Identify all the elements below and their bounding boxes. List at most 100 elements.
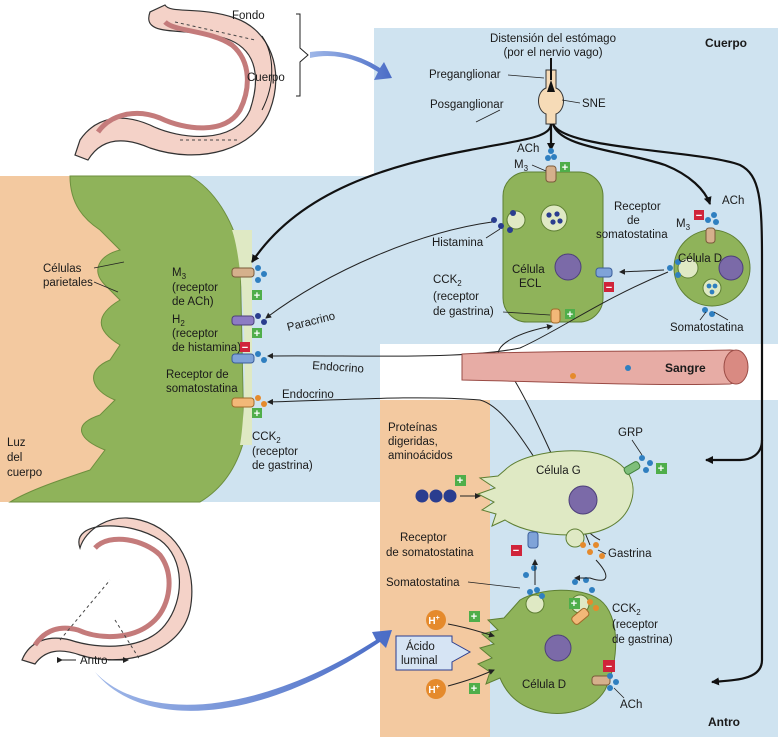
label-receptor-somat-par-1: Receptor de	[166, 369, 229, 381]
cck2-receptor-parietal	[231, 397, 255, 408]
plus-parietal-m3	[252, 290, 262, 300]
protein-dot	[443, 489, 457, 503]
svg-text:+: +	[254, 408, 260, 420]
label-ach-d1: ACh	[722, 195, 744, 207]
label-histamina: Histamina	[432, 237, 484, 249]
parietal-light-edge	[232, 230, 252, 445]
svg-text:−: −	[513, 545, 519, 557]
label-cck2-bot-2: (receptor	[612, 619, 658, 631]
label-receptor-somat-g-2: de somatostatina	[386, 547, 474, 559]
label-somatostatina-top: Somatostatina	[670, 322, 744, 334]
plus-g-protein	[455, 475, 466, 486]
somatostatin-receptor-g	[527, 531, 539, 549]
label-antro-region: Antro	[708, 715, 740, 729]
svg-text:H+: H+	[428, 684, 439, 696]
svg-text:+: +	[567, 309, 573, 321]
minus-d-bottom	[603, 660, 615, 672]
cck2-receptor-d-bottom	[571, 607, 590, 625]
label-cck2-bot: CCK2	[612, 603, 641, 617]
minus-parietal	[240, 342, 250, 352]
label-fondo: Fondo	[232, 10, 265, 22]
svg-text:+: +	[471, 683, 477, 695]
arrow-histamine-to-h2	[265, 221, 493, 319]
label-m3-d1: M3	[676, 218, 691, 232]
arrow-somatostatin-to-parietal	[267, 271, 669, 359]
label-proteinas-2: digeridas,	[388, 436, 438, 448]
label-celula-d-bottom: Célula D	[522, 679, 566, 691]
m3-receptor-d-bottom	[591, 675, 611, 686]
hplus-top	[426, 610, 446, 630]
m3-receptor-d-top	[705, 227, 716, 244]
label-ach-top: ACh	[517, 143, 539, 155]
label-m3-par: M3	[172, 267, 187, 281]
label-proteinas-1: Proteínas	[388, 422, 437, 434]
plus-parietal-h2	[252, 328, 262, 338]
label-h2-2: (receptor	[172, 328, 218, 340]
g-cell-nucleus	[568, 485, 598, 515]
label-celula-d-top: Célula D	[678, 253, 722, 265]
label-endocrino-2: Endocrino	[282, 389, 334, 401]
svg-text:−: −	[696, 210, 702, 222]
label-celulas-parietales-1: Células	[43, 263, 82, 275]
label-cck2-top-1: CCK2	[433, 274, 462, 288]
label-posganglionar: Posganglionar	[430, 99, 504, 111]
label-distension-2: (por el nervio vago)	[503, 47, 602, 59]
plus-hplus-bottom	[469, 683, 480, 694]
label-proteinas-3: aminoácidos	[388, 450, 453, 462]
d-cell-bottom-nucleus	[544, 634, 572, 662]
label-distension-1: Distensión del estómago	[490, 33, 616, 45]
minus-d-top	[694, 210, 704, 220]
label-celula-ecl-1: Célula	[512, 264, 545, 276]
plus-hplus-top	[469, 611, 480, 622]
label-celula-ecl-2: ECL	[519, 278, 542, 290]
label-antro-small: Antro	[80, 655, 108, 667]
label-ach-bottom: ACh	[620, 699, 642, 711]
grp-receptor	[623, 461, 641, 475]
label-cuerpo-region: Cuerpo	[705, 36, 747, 50]
label-acido-2: luminal	[401, 655, 437, 667]
ecl-granule	[540, 204, 568, 232]
label-celulas-parietales-2: parietales	[43, 277, 93, 289]
svg-text:−: −	[606, 661, 612, 673]
svg-text:+: +	[571, 598, 577, 610]
ecl-cell	[502, 171, 604, 323]
label-grp: GRP	[618, 427, 643, 439]
minus-g	[511, 545, 522, 556]
svg-text:−: −	[242, 342, 248, 354]
label-cck2-par: CCK2	[252, 431, 281, 445]
d-cell-top-nucleus	[718, 255, 744, 281]
label-receptor-somat-ecl-3: somatostatina	[596, 229, 668, 241]
label-cuerpo-small: Cuerpo	[247, 72, 285, 84]
minus-ecl	[604, 282, 614, 292]
parietal-cells	[8, 175, 245, 503]
svg-text:+: +	[254, 328, 260, 340]
svg-text:+: +	[658, 463, 664, 475]
hplus-bottom	[426, 679, 446, 699]
label-luz-2: del	[7, 452, 22, 464]
label-endocrino-1: Endocrino	[312, 360, 365, 376]
m3-receptor-parietal	[231, 267, 255, 278]
svg-text:+: +	[471, 611, 477, 623]
label-cck2-top-3: de gastrina)	[433, 306, 494, 318]
plus-parietal-cck2	[252, 408, 262, 418]
label-sne: SNE	[582, 98, 606, 110]
m3-receptor-ecl	[545, 165, 557, 183]
label-h2: H2	[172, 314, 185, 328]
label-m3-par-3: de ACh)	[172, 296, 214, 308]
label-receptor-somat-g-1: Receptor	[400, 532, 447, 544]
label-cck2-bot-3: de gastrina)	[612, 634, 673, 646]
label-gastrina: Gastrina	[608, 548, 652, 560]
plus-d-cck2	[569, 598, 580, 609]
label-receptor-somat-ecl-2: de	[627, 215, 640, 227]
plus-ecl-m3	[560, 162, 570, 172]
svg-text:H+: H+	[428, 615, 439, 627]
label-cck2-par-2: (receptor	[252, 446, 298, 458]
label-receptor-somat-par-2: somatostatina	[166, 383, 238, 395]
leader-posganglionar	[475, 109, 501, 123]
label-h2-3: de histamina)	[172, 342, 241, 354]
cck2-receptor-ecl	[550, 308, 561, 324]
somatostatin-receptor-parietal	[231, 353, 255, 364]
leader-preganglionar	[507, 74, 545, 79]
stomach-diagram-top	[74, 4, 309, 161]
